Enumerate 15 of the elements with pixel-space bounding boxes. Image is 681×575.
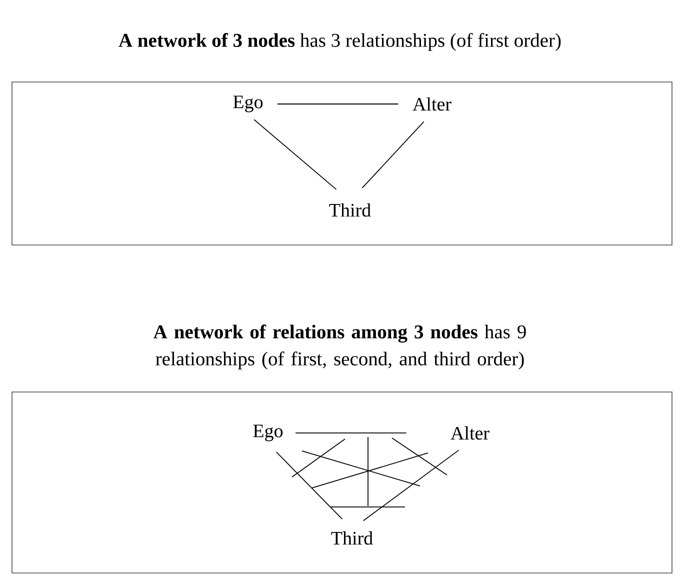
relation-line xyxy=(254,119,337,190)
node-label: Ego xyxy=(253,424,283,442)
relation-line xyxy=(295,432,407,434)
node-label: Ego xyxy=(233,96,263,112)
relation-line xyxy=(276,452,343,520)
heading: A network of relations among 3 nodes has 9 relationships (of first, second, and third order) xyxy=(154,324,526,370)
node-label: Alter xyxy=(450,426,490,440)
relation-line xyxy=(362,121,424,188)
diagram-frame xyxy=(12,392,672,574)
node-label: Third xyxy=(329,203,371,217)
node-label: Third xyxy=(331,531,373,545)
relation-line xyxy=(362,450,460,522)
heading: A network of 3 nodes has 3 relationships (of first order) xyxy=(118,33,561,51)
diagram-frame xyxy=(12,82,672,246)
node-label: Alter xyxy=(412,97,452,111)
